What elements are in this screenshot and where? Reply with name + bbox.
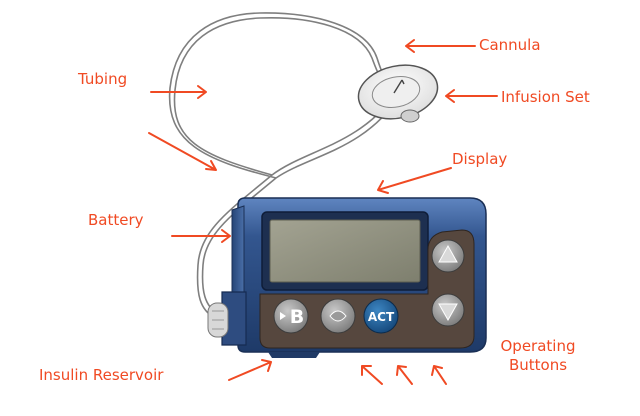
display-arrow — [377, 167, 452, 194]
menu-button[interactable] — [320, 298, 356, 334]
down-arrow-icon — [438, 303, 458, 322]
infusion-set-arrow — [445, 89, 498, 103]
tubing-arrow-2 — [148, 132, 217, 171]
battery-arrow — [171, 229, 231, 243]
up-arrow-button[interactable] — [431, 239, 465, 273]
display-label: Display — [452, 150, 508, 168]
buttons-arrow-3 — [431, 365, 447, 385]
display-screen — [269, 219, 421, 283]
act-button[interactable]: ACT — [363, 298, 399, 334]
insulin-pump — [207, 197, 487, 358]
insulin-reservoir-arrow — [228, 359, 272, 381]
cannula-arrow — [405, 39, 476, 53]
tubing-label: Tubing — [78, 70, 128, 88]
operating-buttons-label-line1: Operating — [500, 337, 576, 355]
insulin-reservoir-label: Insulin Reservoir — [39, 366, 164, 384]
act-button-label: ACT — [368, 310, 395, 324]
battery-label: Battery — [88, 211, 144, 229]
operating-buttons-label-line2: Buttons — [508, 356, 568, 374]
battery — [231, 205, 245, 303]
buttons-arrow-2 — [396, 365, 413, 385]
down-arrow-button[interactable] — [431, 293, 465, 327]
cannula-label: Cannula — [479, 36, 541, 54]
insulin-reservoir — [207, 291, 247, 346]
operating-buttons-label: Operating Buttons — [482, 337, 594, 375]
infusion-set — [357, 64, 439, 123]
cannula — [393, 79, 405, 94]
buttons-arrow-1 — [361, 365, 383, 385]
b-button[interactable]: B — [273, 298, 309, 334]
up-arrow-icon — [438, 244, 458, 263]
b-button-label: B — [290, 306, 304, 328]
annotation-arrows — [148, 39, 498, 385]
infusion-set-label: Infusion Set — [501, 88, 590, 106]
tubing-arrow-1 — [150, 85, 207, 99]
